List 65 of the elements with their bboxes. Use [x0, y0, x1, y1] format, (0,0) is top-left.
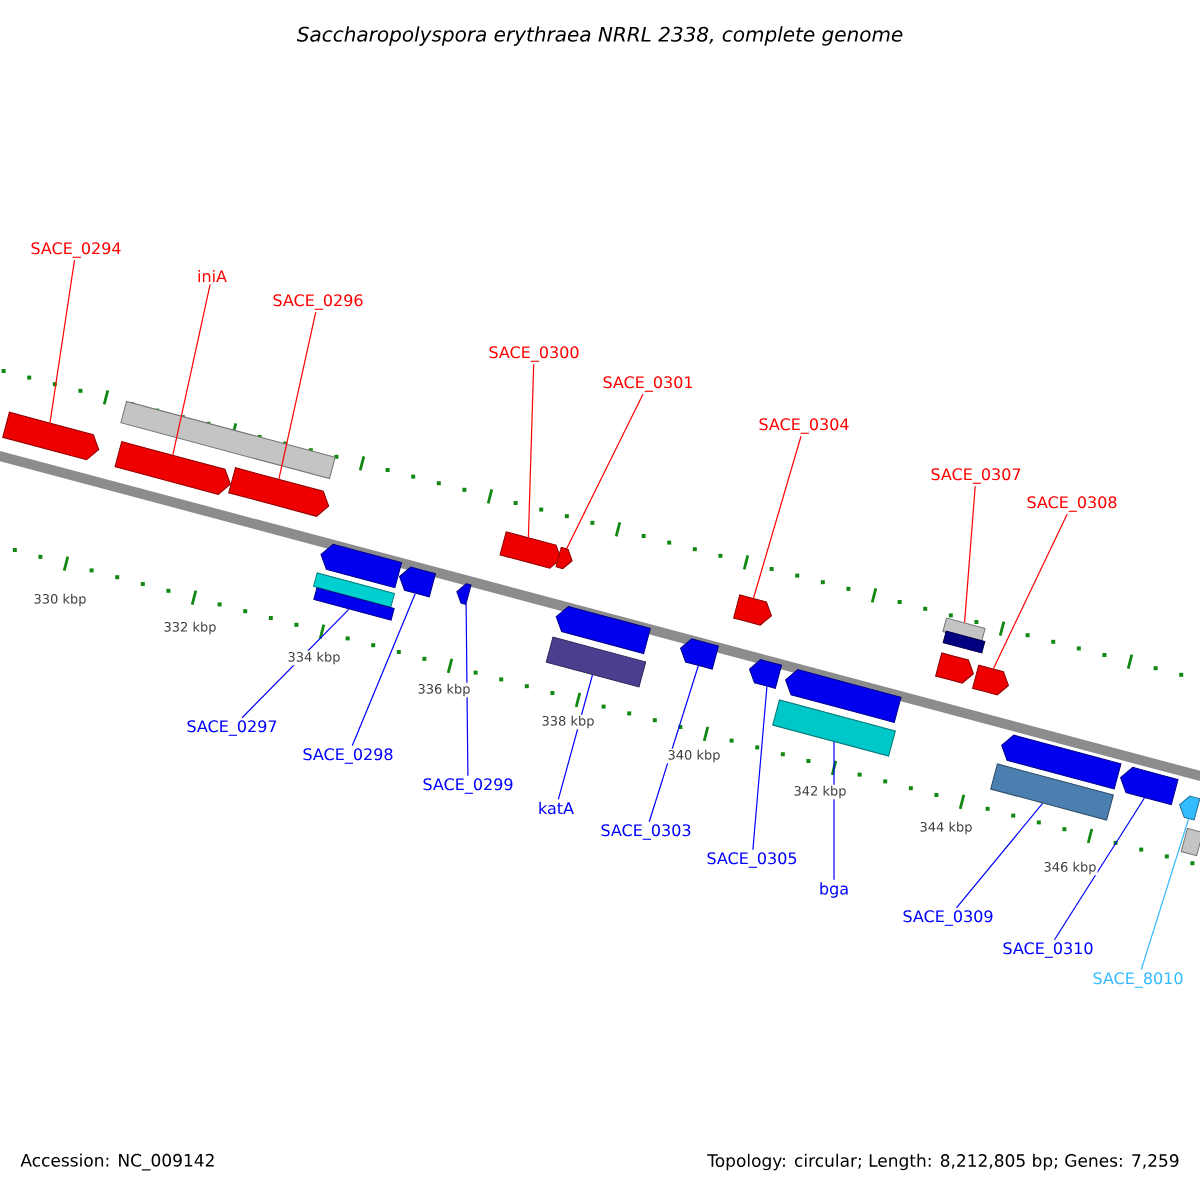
leader-line	[955, 802, 1044, 909]
leader-line	[752, 685, 768, 851]
title: Saccharopolyspora erythraea NRRL 2338, complete genome	[296, 26, 903, 46]
gene-block	[399, 566, 436, 598]
gene-label: bga	[820, 882, 848, 898]
gene-label: SACE_0305	[707, 852, 797, 868]
gene-box	[545, 636, 647, 688]
gene-block	[748, 659, 783, 689]
gene-label: iniA	[198, 269, 227, 283]
gene-block	[972, 664, 1009, 696]
leader-line	[648, 665, 699, 823]
gene-block	[785, 669, 902, 723]
leader-line	[278, 311, 317, 480]
gene-box	[313, 587, 395, 621]
gene-label: SACE_0303	[601, 824, 691, 840]
leader-line	[465, 603, 469, 777]
gene-label: SACE_8010	[1093, 972, 1183, 988]
accession-label: Accession: NC_009142	[20, 1153, 214, 1171]
leader-line	[992, 513, 1068, 670]
gene-block	[2, 411, 100, 461]
leader-line	[241, 608, 350, 719]
leader-line	[527, 363, 535, 538]
gene-label: SACE_0307	[931, 468, 1021, 484]
leader-line	[1140, 818, 1190, 971]
gene-block	[456, 583, 472, 605]
gene-box	[990, 763, 1114, 821]
gene-block	[680, 638, 719, 670]
gene-box	[772, 699, 896, 757]
gene-block	[320, 543, 403, 589]
gene-block	[555, 605, 651, 655]
gene-block	[1120, 766, 1179, 806]
gene-label: SACE_0310	[1003, 942, 1093, 958]
gene-box	[942, 630, 986, 654]
gene-block	[1001, 734, 1122, 790]
leader-line	[752, 435, 802, 599]
leader-line	[172, 283, 211, 456]
gene-block	[1179, 795, 1200, 821]
gene-block	[114, 441, 231, 495]
gene-label: SACE_0298	[303, 748, 393, 764]
genome-stats: Topology: circular; Length: 8,212,805 bp; Genes: 7,259	[707, 1153, 1179, 1171]
gene-block	[228, 467, 330, 517]
gene-label: SACE_0309	[903, 910, 993, 926]
leader-line	[557, 674, 594, 800]
gene-box	[1180, 827, 1200, 857]
gene-label: SACE_0294	[31, 242, 121, 258]
leader-line	[49, 259, 76, 424]
gene-label: SACE_0300	[489, 346, 579, 362]
gene-block	[555, 546, 573, 570]
gene-box	[313, 572, 395, 608]
leader-line	[833, 741, 835, 881]
gene-label: SACE_0308	[1027, 496, 1117, 512]
gene-label: katA	[539, 801, 574, 815]
gene-block	[733, 594, 772, 626]
leader-line	[964, 485, 976, 623]
gene-block	[935, 652, 974, 684]
gene-block	[499, 531, 562, 569]
leader-line	[351, 593, 416, 747]
gene-label: SACE_0296	[273, 294, 363, 310]
leader-line	[1053, 797, 1146, 941]
gene-label: SACE_0299	[423, 778, 513, 794]
leader-line	[566, 393, 644, 549]
gene-label: SACE_0301	[603, 376, 693, 392]
gene-label: SACE_0304	[759, 418, 849, 434]
gene-box	[120, 400, 336, 480]
gene-label: SACE_0297	[187, 720, 277, 736]
